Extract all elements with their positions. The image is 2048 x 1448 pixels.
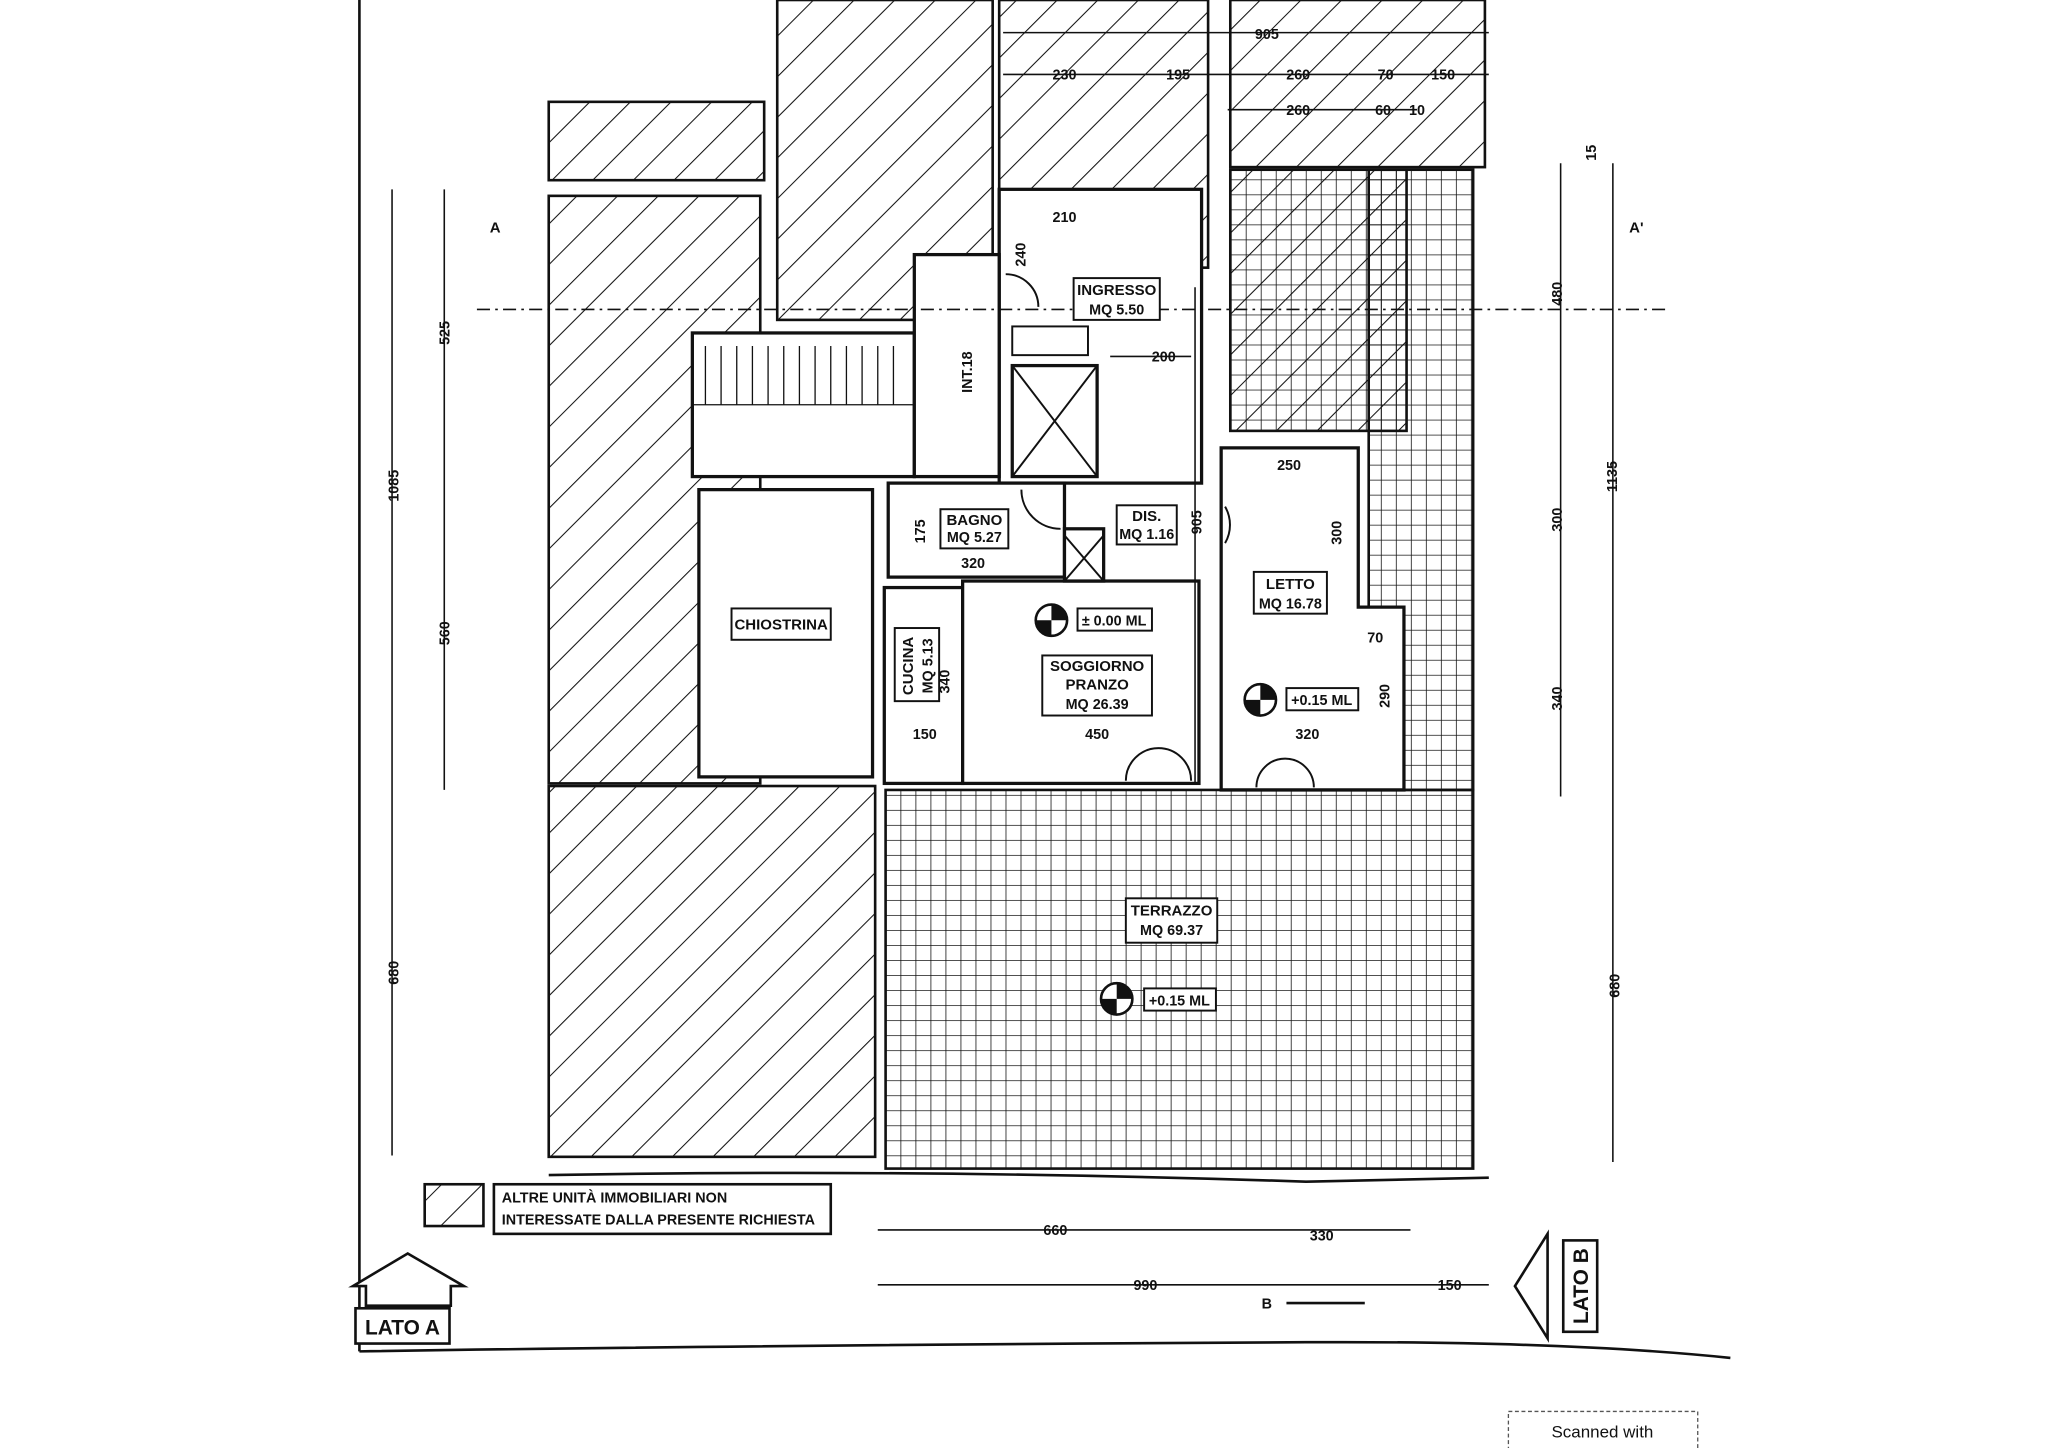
room-name: CUCINA [900, 637, 917, 695]
dim: 150 [913, 727, 937, 743]
section-mark-a: A [490, 219, 501, 236]
legend-text: ALTRE UNITÀ IMMOBILIARI NON [502, 1190, 727, 1207]
terrace-tiles [884, 168, 1475, 1170]
dim: 240 [1013, 243, 1029, 267]
door-swings [1005, 273, 1315, 788]
dim: 10 [1409, 103, 1425, 119]
dim: 680 [1607, 974, 1623, 998]
dim: 300 [1550, 508, 1566, 532]
dim: 1085 [387, 470, 403, 502]
level-marker-soggiorno: ± 0.00 ML [1034, 603, 1153, 638]
scanner-badge-text: Scanned with [1551, 1423, 1653, 1442]
room-area: MQ 5.13 [921, 638, 937, 693]
legend: ALTRE UNITÀ IMMOBILIARI NON INTERESSATE … [423, 1182, 833, 1236]
dim: 905 [1255, 27, 1279, 43]
level-marker-terrazzo: +0.15 ML [1099, 981, 1217, 1016]
dim: 70 [1367, 630, 1383, 646]
room-name: INGRESSO [1077, 282, 1157, 299]
dim: 480 [1550, 282, 1566, 306]
dim: 210 [1052, 210, 1076, 226]
dim: 320 [1295, 727, 1319, 743]
unit-label: INT.18 [960, 351, 976, 393]
room-name: TERRAZZO [1131, 902, 1213, 919]
stairs [692, 346, 915, 406]
scanner-badge: Scanned with [1507, 1410, 1699, 1448]
dim: 560 [438, 621, 454, 645]
dim: 200 [1152, 350, 1176, 366]
apartment-walls [690, 187, 1406, 792]
room-area: MQ 16.78 [1259, 596, 1322, 612]
dim: 525 [438, 321, 454, 345]
room-name: CHIOSTRINA [734, 616, 828, 633]
room-name: PRANZO [1065, 676, 1129, 693]
room-bagno: BAGNO MQ 5.27 [939, 508, 1010, 550]
dim: 290 [1378, 684, 1394, 708]
room-name: BAGNO [946, 512, 1002, 529]
site-boundary [358, 0, 1731, 1360]
lift-shafts [1011, 325, 1105, 582]
dim: 15 [1584, 145, 1600, 161]
legend-text: INTERESSATE DALLA PRESENTE RICHIESTA [502, 1213, 815, 1229]
room-dis: DIS. MQ 1.16 [1115, 504, 1178, 546]
dim: 340 [938, 670, 954, 694]
dim: 260 [1286, 68, 1310, 84]
dim: 70 [1378, 68, 1394, 84]
dim: 330 [1310, 1228, 1334, 1244]
dimension-labels: 905 230 195 260 70 150 260 60 10 15 210 … [387, 27, 1624, 1294]
room-name: DIS. [1132, 508, 1161, 525]
level-label: +0.15 ML [1149, 993, 1210, 1009]
dim: 230 [1052, 68, 1076, 84]
dim: 320 [961, 556, 985, 572]
dim: 905 [1190, 510, 1206, 534]
dim: 300 [1329, 521, 1345, 545]
dim: 990 [1133, 1278, 1157, 1294]
dim: 60 [1375, 103, 1391, 119]
room-area: MQ 26.39 [1066, 697, 1129, 713]
room-terrazzo: TERRAZZO MQ 69.37 [1124, 897, 1219, 944]
side-b-marker: LATO B [1513, 1229, 1599, 1343]
section-mark-a-prime: A' [1629, 219, 1643, 236]
room-name: LETTO [1266, 576, 1315, 593]
side-a-marker: LATO A [348, 1251, 469, 1345]
room-area: MQ 5.27 [947, 530, 1002, 546]
dim: 340 [1550, 687, 1566, 711]
dim: 680 [387, 961, 403, 985]
dim: 450 [1085, 727, 1109, 743]
room-area: MQ 1.16 [1119, 527, 1174, 543]
dim: 195 [1166, 68, 1190, 84]
dim: 175 [913, 519, 929, 543]
level-label: +0.15 ML [1291, 693, 1352, 709]
dim: 1135 [1605, 461, 1621, 492]
room-name: SOGGIORNO [1050, 658, 1145, 675]
dimension-lines [391, 31, 1666, 1286]
room-ingresso: INGRESSO MQ 5.50 [1072, 277, 1161, 321]
dim: 260 [1286, 103, 1310, 119]
room-area: MQ 69.37 [1140, 923, 1203, 939]
section-mark-b: B [1262, 1296, 1272, 1312]
room-cucina: CUCINA MQ 5.13 [893, 627, 941, 703]
dim: 150 [1431, 68, 1455, 84]
dim: 250 [1277, 458, 1301, 474]
dim: 660 [1043, 1223, 1067, 1239]
room-soggiorno: SOGGIORNO PRANZO MQ 26.39 [1041, 654, 1153, 717]
level-label: ± 0.00 ML [1082, 613, 1147, 629]
room-area: MQ 5.50 [1089, 303, 1144, 319]
room-letto: LETTO MQ 16.78 [1252, 570, 1328, 615]
dim: 150 [1438, 1278, 1462, 1294]
side-b-label: LATO B [1570, 1248, 1593, 1324]
room-chiostrina: CHIOSTRINA [730, 607, 832, 641]
side-a-label: LATO A [365, 1316, 440, 1339]
legend-hatch-swatch [423, 1182, 485, 1228]
level-marker-letto: +0.15 ML [1243, 682, 1360, 717]
